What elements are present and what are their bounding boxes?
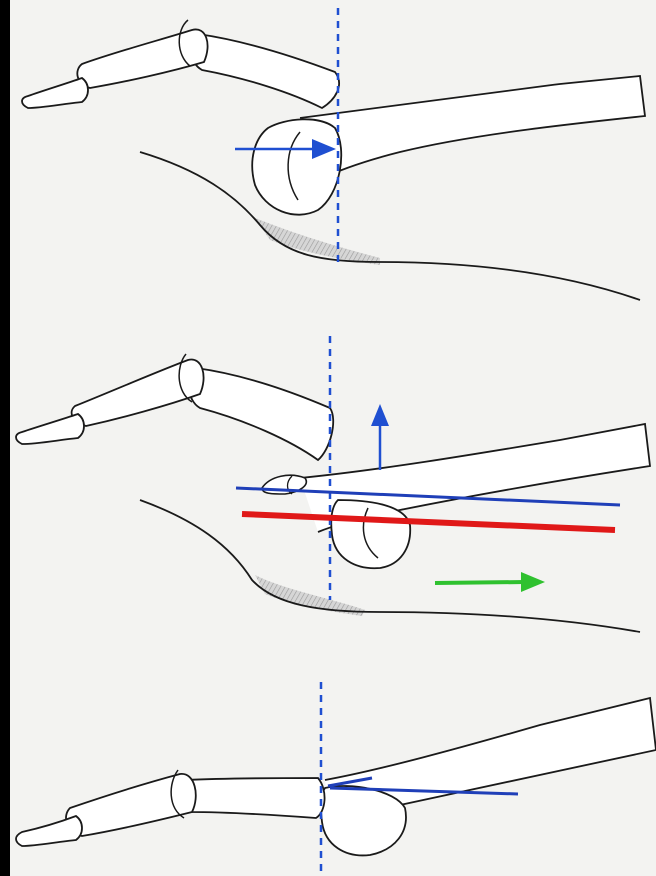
bottom-metacarpal-head bbox=[321, 786, 406, 855]
top-metacarpal-head bbox=[252, 119, 341, 214]
bottom-proximal-phalanx bbox=[180, 778, 325, 818]
left-shadow bbox=[0, 0, 10, 876]
middle-metacarpal-head bbox=[331, 500, 410, 568]
